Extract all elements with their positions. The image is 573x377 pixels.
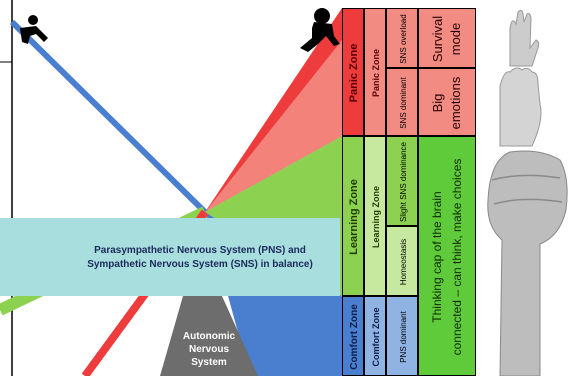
homeostasis-label: Homeostasis [398,238,408,286]
survival-line-1: Survival [430,15,445,63]
slight-sns-label: Slight SNS dominance [398,141,408,223]
thinking-line-1: Thinking cap of the brain [430,191,444,323]
learning-zone-label: Learning Zone [348,179,360,255]
thinking-line-2: connected – can think, make choices [450,158,464,356]
state-column: SNS overload SNS dominant Slight SNS dom… [386,8,418,376]
subzone-column: Panic Zone Learning Zone Comfort Zone [364,8,386,376]
thinking-cap-label: Thinking cap of the brain connected – ca… [419,139,475,375]
outcome-column: Survival mode Big emotions Thinking cap … [418,8,476,376]
autonomic-line-3: System [191,357,227,368]
zone-column: Panic Zone Learning Zone Comfort Zone [342,8,364,376]
panic-ray-light [205,40,342,212]
comfort-line [9,19,208,215]
survival-line-2: mode [448,22,463,56]
learning-subzone-label: Learning Zone [371,186,381,249]
sns-overload-label: SNS overload [398,14,408,64]
panic-subzone-label: Panic Zone [371,49,381,98]
running-monster-icon [300,8,340,52]
autonomic-line-1: Autonomic [182,331,236,342]
comfort-subzone-label: Comfort Zone [371,307,381,367]
big-line-2: emotions [448,76,463,130]
autonomic-line-2: Nervous [188,344,229,355]
survival-mode-label: Survival mode [419,11,475,67]
pns-dominant-label: PNS dominant [398,311,408,363]
balance-line-2: Sympathetic Nervous System (SNS) in bala… [87,258,313,270]
comfort-zone-label: Comfort Zone [348,304,360,370]
thumb-tucked-hand-icon [499,67,542,147]
big-line-1: Big [430,93,445,113]
balance-box: Parasympathetic Nervous System (PNS) and… [0,218,340,296]
fist-icon [487,150,568,376]
panic-ray [205,8,342,212]
balance-line-1: Parasympathetic Nervous System (PNS) and [94,244,306,256]
panic-zone-label: Panic Zone [348,43,360,103]
sns-dominant-label: SNS dominant [398,77,408,129]
autonomic-shape [160,296,258,376]
big-emotions-label: Big emotions [419,71,475,135]
climbing-person-icon [20,15,48,44]
open-hand-icon [509,9,540,67]
autonomic-label: Autonomic Nervous System [160,330,258,369]
